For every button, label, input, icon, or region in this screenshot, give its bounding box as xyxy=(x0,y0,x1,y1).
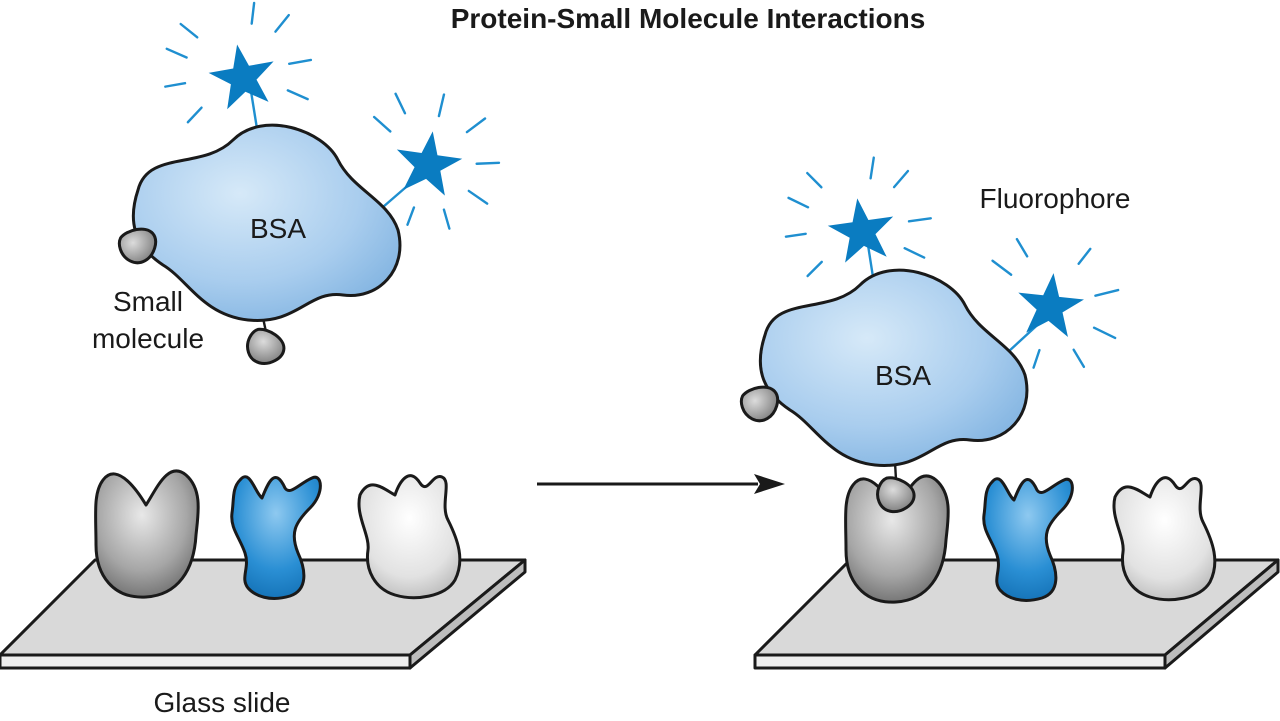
bsa-label-left: BSA xyxy=(250,213,306,244)
process-arrow xyxy=(537,474,785,494)
small-molecule-label-line1: Small xyxy=(113,286,183,317)
fluorophore-star-left-2 xyxy=(372,92,501,230)
diagram-title: Protein-Small Molecule Interactions xyxy=(451,3,926,34)
immobilized-protein-light-right xyxy=(1112,476,1217,602)
fluorophore-star-right-2 xyxy=(991,237,1120,369)
immobilized-protein-light-left xyxy=(357,474,462,600)
bsa-label-right: BSA xyxy=(875,360,931,391)
left-bsa-conjugate: BSA xyxy=(112,1,501,370)
small-molecule-left-2 xyxy=(242,325,290,370)
fluorophore-label: Fluorophore xyxy=(980,183,1131,214)
glass-slide-label: Glass slide xyxy=(154,687,291,718)
small-molecule-label-line2: molecule xyxy=(92,323,204,354)
fluorophore-star-left-1 xyxy=(164,1,313,124)
fluorophore-star-right-1 xyxy=(784,156,932,278)
right-bsa-conjugate: BSA xyxy=(734,156,1120,481)
immobilized-protein-gray-left xyxy=(94,469,200,599)
